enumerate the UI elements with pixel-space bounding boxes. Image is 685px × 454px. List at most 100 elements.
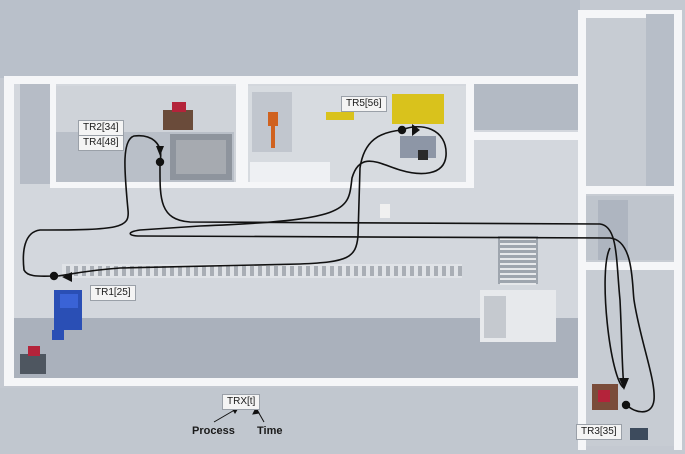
- path-tr3-return: [604, 247, 625, 389]
- robot-red-left: [172, 102, 186, 112]
- stair-step: [500, 283, 536, 285]
- cart-tr3-red: [598, 390, 610, 402]
- arrowhead-tr5: [412, 124, 420, 136]
- conveyor-roller: [298, 266, 302, 276]
- robot-blue-top: [60, 294, 78, 308]
- label-tr5: TR5[56]: [341, 96, 387, 112]
- conveyor-roller: [106, 266, 110, 276]
- room-left-wall-l: [50, 84, 56, 188]
- room-left-wall-r: [236, 84, 244, 188]
- stair-step: [500, 243, 536, 245]
- machine-dark: [418, 150, 428, 160]
- lower-corridor: [0, 388, 580, 454]
- conveyor-roller: [426, 266, 430, 276]
- stair-steps: [500, 238, 536, 285]
- stair-step: [500, 248, 536, 250]
- node-tr2-tr4: [155, 157, 165, 167]
- conveyor-roller: [330, 266, 334, 276]
- conveyor-roller: [154, 266, 158, 276]
- right-wall-mid1: [582, 186, 678, 194]
- conveyor-roller: [170, 266, 174, 276]
- conveyor-roller: [66, 266, 70, 276]
- robot-arm-orange: [268, 112, 278, 126]
- wall-bottom: [4, 378, 584, 386]
- conveyor-roller: [194, 266, 198, 276]
- conveyor-roller: [178, 266, 182, 276]
- conveyor-roller: [242, 266, 246, 276]
- right-wall-left: [578, 10, 586, 450]
- path-loop-tr5-tr3: [129, 126, 655, 413]
- wall-top: [4, 76, 586, 84]
- conveyor-roller: [394, 266, 398, 276]
- conveyor-roller: [74, 266, 78, 276]
- stair-step: [500, 258, 536, 260]
- robot-yellow-large: [392, 94, 444, 124]
- conveyor-roller: [234, 266, 238, 276]
- conveyor-roller: [434, 266, 438, 276]
- screen-device: [630, 428, 648, 440]
- conveyor-roller: [442, 266, 446, 276]
- arrowhead-tr2: [156, 146, 164, 156]
- legend-process: Process: [192, 425, 235, 437]
- legend-arrowhead-time: [252, 406, 260, 415]
- conveyor-roller: [314, 266, 318, 276]
- left-column-shadow: [20, 84, 52, 184]
- cart-red: [28, 346, 40, 356]
- conveyor-roller: [402, 266, 406, 276]
- label-tr3: TR3[35]: [576, 424, 622, 440]
- conveyor-rollers: [66, 266, 462, 276]
- conveyor-roller: [346, 266, 350, 276]
- stair-step: [500, 278, 536, 280]
- robot-arm-orange-post: [271, 126, 275, 148]
- workbench-top: [176, 140, 226, 174]
- right-room-shadow-top: [646, 14, 674, 186]
- stair-step: [500, 238, 536, 240]
- room-right-wall-bottom: [242, 182, 474, 188]
- path-tr5-to-tr1: [57, 129, 403, 277]
- conveyor-roller: [162, 266, 166, 276]
- conveyor-roller: [418, 266, 422, 276]
- conveyor-roller: [306, 266, 310, 276]
- conveyor-roller: [450, 266, 454, 276]
- conveyor-roller: [258, 266, 262, 276]
- robot-yellow-small: [326, 112, 354, 120]
- conveyor-roller: [362, 266, 366, 276]
- upper-corridor: [0, 0, 580, 78]
- label-tr1: TR1[25]: [90, 285, 136, 301]
- label-trx: TRX[t]: [222, 394, 261, 410]
- conveyor-roller: [386, 266, 390, 276]
- cart-bottom-left: [20, 354, 46, 374]
- room-right-wall-l: [242, 84, 248, 188]
- conveyor-roller: [122, 266, 126, 276]
- stair-step: [500, 263, 536, 265]
- conveyor-roller: [370, 266, 374, 276]
- conveyor-roller: [354, 266, 358, 276]
- conveyor-roller: [130, 266, 134, 276]
- conveyor-roller: [226, 266, 230, 276]
- conveyor-roller: [202, 266, 206, 276]
- conveyor-roller: [250, 266, 254, 276]
- stair-step: [500, 273, 536, 275]
- robot-blue-base: [52, 330, 64, 340]
- robot-base-left: [163, 110, 193, 130]
- room-right-wall-r: [466, 84, 474, 188]
- conveyor-roller: [138, 266, 142, 276]
- cylinder: [380, 204, 390, 218]
- process-paths: [22, 126, 655, 413]
- conveyor-roller: [378, 266, 382, 276]
- conveyor-roller: [218, 266, 222, 276]
- conveyor-roller: [322, 266, 326, 276]
- arrowhead-tr1: [62, 272, 72, 282]
- right-wall-right: [674, 10, 682, 450]
- room-left-wall-bottom: [50, 182, 244, 188]
- conveyor-roller: [282, 266, 286, 276]
- conveyor-roller: [186, 266, 190, 276]
- table-right: [250, 162, 330, 182]
- wall-left: [4, 76, 14, 384]
- corridor-wall: [470, 132, 582, 140]
- conveyor-roller: [266, 266, 270, 276]
- node-tr1: [49, 271, 59, 281]
- path-tr4-to-tr3: [159, 161, 625, 389]
- conveyor-roller: [290, 266, 294, 276]
